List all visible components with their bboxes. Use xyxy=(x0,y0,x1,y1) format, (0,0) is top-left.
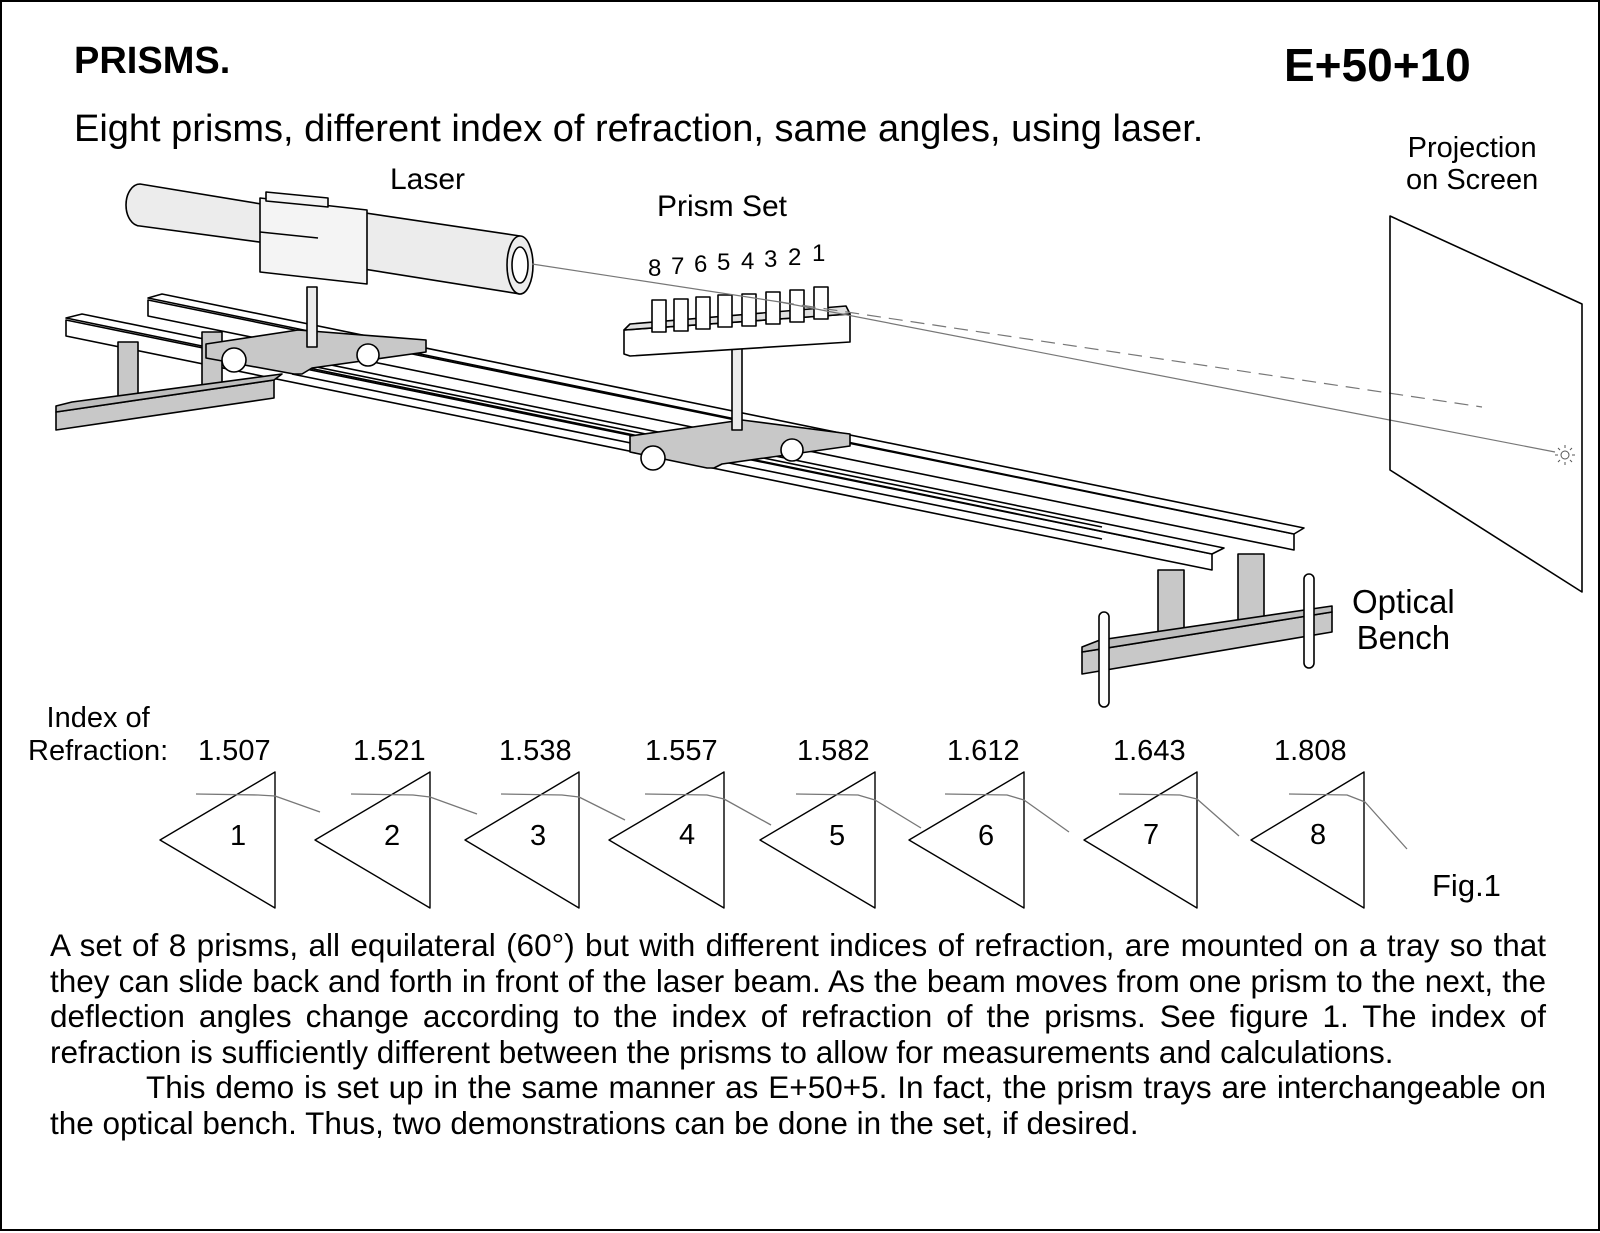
prism-number: 7 xyxy=(1143,819,1160,851)
index-label-line1: Index of xyxy=(46,702,150,734)
tray-number: 2 xyxy=(788,244,802,271)
demo-code: E+50+10 xyxy=(1284,39,1471,91)
prism-index-value: 1.643 xyxy=(1113,735,1186,767)
prism-set-label: Prism Set xyxy=(657,190,788,223)
index-label-line2: Refraction: xyxy=(28,735,169,767)
projection-label-line2: on Screen xyxy=(1406,164,1539,196)
fig-prism-3-icon xyxy=(464,771,626,909)
prism-number: 6 xyxy=(978,820,995,852)
fig-prism-7-icon xyxy=(1083,771,1240,909)
laser-carriage-icon xyxy=(205,286,427,375)
tray-number: 4 xyxy=(741,248,755,275)
fig-prism-1-icon xyxy=(159,771,321,909)
fig-prism-5-icon xyxy=(759,771,922,909)
light-spot-icon xyxy=(1555,445,1575,465)
right-bench-support-icon xyxy=(1081,553,1333,708)
fig-prism-2-icon xyxy=(314,771,478,909)
prism-number: 8 xyxy=(1310,819,1327,851)
prism-index-value: 1.808 xyxy=(1274,735,1347,767)
prism-index-value: 1.557 xyxy=(645,735,718,767)
projection-screen-icon xyxy=(1389,215,1583,593)
prism-number: 5 xyxy=(829,820,846,852)
laser-beam-icon xyxy=(531,263,1556,453)
projection-label-line1: Projection xyxy=(1407,132,1537,164)
laser-label: Laser xyxy=(390,163,466,196)
optical-bench-label: Optical Bench xyxy=(1352,584,1455,656)
tray-number: 3 xyxy=(764,246,778,273)
figure-prisms xyxy=(159,771,1408,909)
tray-number: 5 xyxy=(717,249,731,276)
description-text: A set of 8 prisms, all equilateral (60°)… xyxy=(50,927,1546,1141)
prism-index-value: 1.538 xyxy=(499,735,572,767)
projection-label: Projection on Screen xyxy=(1406,132,1538,196)
prism-index-value: 1.612 xyxy=(947,735,1020,767)
fig-prism-8-icon xyxy=(1250,771,1408,909)
prism-number: 2 xyxy=(384,820,401,852)
page-title: PRISMS. xyxy=(74,40,231,82)
description-paragraph-2: This demo is set up in the same manner a… xyxy=(50,1069,1546,1141)
fig-prism-4-icon xyxy=(608,771,772,909)
laser-icon xyxy=(125,183,534,295)
bench-label-line2: Bench xyxy=(1356,619,1451,656)
fig-prism-6-icon xyxy=(908,771,1070,909)
tray-number: 8 xyxy=(648,255,662,282)
prism-carriage-icon xyxy=(629,346,851,471)
prism-index-value: 1.582 xyxy=(797,735,870,767)
tray-number: 1 xyxy=(812,240,826,267)
index-of-refraction-label: Index of Refraction: xyxy=(28,702,168,768)
prism-number: 3 xyxy=(530,820,547,852)
description-paragraph-1: A set of 8 prisms, all equilateral (60°)… xyxy=(50,927,1546,1070)
figure-caption: Fig.1 xyxy=(1432,868,1501,903)
tray-number: 7 xyxy=(671,253,685,280)
prism-index-value: 1.507 xyxy=(198,735,271,767)
prism-number: 4 xyxy=(679,819,696,851)
bench-label-line1: Optical xyxy=(1352,583,1455,620)
prism-index-value: 1.521 xyxy=(353,735,426,767)
page-subtitle: Eight prisms, different index of refract… xyxy=(74,108,1204,150)
prism-number: 1 xyxy=(230,820,247,852)
prism-tray-icon xyxy=(623,286,851,357)
tray-number: 6 xyxy=(694,251,708,278)
